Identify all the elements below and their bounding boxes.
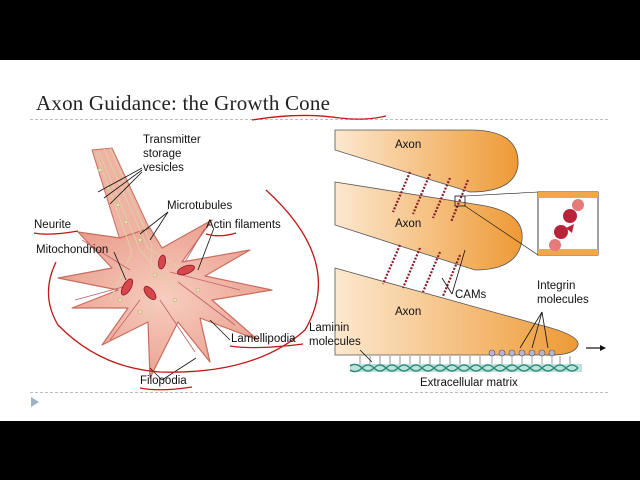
label-integrin-line1: Integrin <box>537 280 575 293</box>
label-filopodia: Filopodia <box>140 375 187 388</box>
extracellular-matrix-band <box>350 364 582 372</box>
laminin-molecules <box>360 356 570 364</box>
integrin-molecules <box>489 350 555 364</box>
label-microtubules: Microtubules <box>167 200 232 213</box>
label-vesicles-line2: storage <box>143 148 181 161</box>
axon-2-shape <box>335 182 522 270</box>
actin-underline <box>206 233 236 236</box>
label-neurite: Neurite <box>34 219 71 232</box>
label-extracellular-matrix: Extracellular matrix <box>420 377 518 390</box>
axon-diagram <box>335 130 606 372</box>
label-axon-3: Axon <box>395 306 421 319</box>
label-cams: CAMs <box>455 289 486 302</box>
label-actin-filaments: Actin filaments <box>206 219 281 232</box>
label-laminin-line1: Laminin <box>309 322 349 335</box>
label-integrin-line2: molecules <box>537 294 589 307</box>
inset-frame <box>538 192 598 255</box>
label-vesicles-line3: vesicles <box>143 162 184 175</box>
label-laminin-line2: molecules <box>309 336 361 349</box>
title-underline <box>252 115 386 120</box>
next-slide-arrow-icon[interactable] <box>31 397 39 407</box>
neurite-shaft <box>92 148 150 240</box>
label-axon-2: Axon <box>395 218 421 231</box>
label-mitochondrion: Mitochondrion <box>36 244 108 257</box>
label-vesicles-line1: Transmitter <box>143 134 201 147</box>
label-lamellipodia: Lamellipodia <box>231 333 296 346</box>
axon-1-shape <box>335 130 518 192</box>
label-axon-1: Axon <box>395 139 421 152</box>
